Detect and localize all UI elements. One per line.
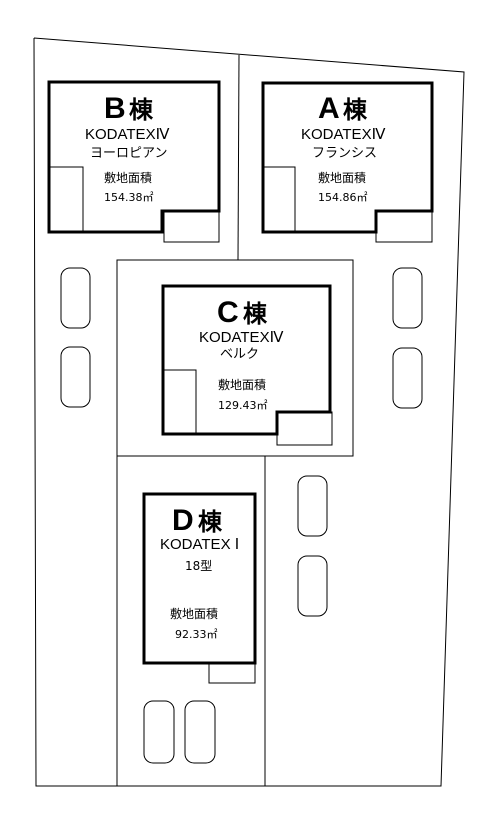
lot-d-area-value: 92.33㎡: [175, 628, 218, 641]
annex-c-left: [162, 369, 197, 435]
lot-c-suffix: 棟: [243, 301, 268, 328]
lot-c-label: C 棟 KODATEXⅣ ベルク 敷地面積 129.43㎡: [199, 296, 284, 412]
lot-a-label: A 棟 KODATEXⅣ フランシス 敷地面積 154.86㎡: [301, 92, 386, 204]
parking-space: [184, 700, 216, 764]
lot-b-model: KODATEXⅣ: [85, 126, 170, 143]
parking-space: [392, 267, 423, 329]
lot-b-label: B 棟 KODATEXⅣ ヨーロピアン 敷地面積 154.38㎡: [85, 92, 170, 204]
lot-b-letter: B: [104, 92, 126, 125]
annex-b-right: [163, 210, 220, 243]
parcel-divider-b-a: [237, 54, 240, 261]
parcel-d: [117, 455, 266, 786]
parking-space: [297, 475, 328, 537]
annex-b-left: [48, 166, 84, 233]
lot-a-suffix: 棟: [343, 97, 368, 124]
annex-d-bottom: [208, 662, 256, 684]
site-boundary: [33, 37, 465, 787]
parking-spaces: [60, 267, 423, 764]
lot-a-letter: A: [318, 92, 340, 125]
lot-b-area-value: 154.38㎡: [104, 191, 154, 204]
parcel-lines: [116, 54, 354, 786]
building-outlines: [47, 80, 434, 665]
lot-b-suffix: 棟: [129, 97, 154, 124]
lot-d-area-label: 敷地面積: [170, 606, 218, 621]
lot-c-model: KODATEXⅣ: [199, 329, 284, 346]
parking-space: [143, 700, 175, 764]
lot-a-sub: フランシス: [312, 146, 377, 161]
lot-c-area-label: 敷地面積: [218, 377, 266, 392]
lot-d-label: D 棟 KODATEX Ⅰ 18型 敷地面積 92.33㎡: [160, 504, 239, 641]
lot-d-sub: 18型: [185, 559, 212, 573]
lot-c-letter: C: [217, 296, 239, 329]
annex-a-left: [262, 166, 296, 233]
parking-space: [60, 346, 91, 408]
lot-a-model: KODATEXⅣ: [301, 126, 386, 143]
lot-d-model: KODATEX Ⅰ: [160, 536, 239, 553]
lot-a-area-label: 敷地面積: [318, 170, 366, 185]
annex-c-right: [276, 411, 333, 446]
annex-a-right: [375, 210, 433, 243]
annex-rooms: [48, 166, 433, 684]
parking-space: [392, 347, 423, 409]
lot-c-area-value: 129.43㎡: [218, 399, 268, 412]
parking-space: [297, 555, 328, 617]
lot-a-area-value: 154.86㎡: [318, 191, 368, 204]
lot-b-sub: ヨーロピアン: [90, 146, 167, 161]
lot-d-suffix: 棟: [198, 509, 223, 536]
lot-b-area-label: 敷地面積: [104, 170, 152, 185]
parking-space: [60, 267, 91, 329]
lot-c-sub: ベルク: [220, 347, 259, 362]
lot-d-letter: D: [172, 504, 194, 537]
